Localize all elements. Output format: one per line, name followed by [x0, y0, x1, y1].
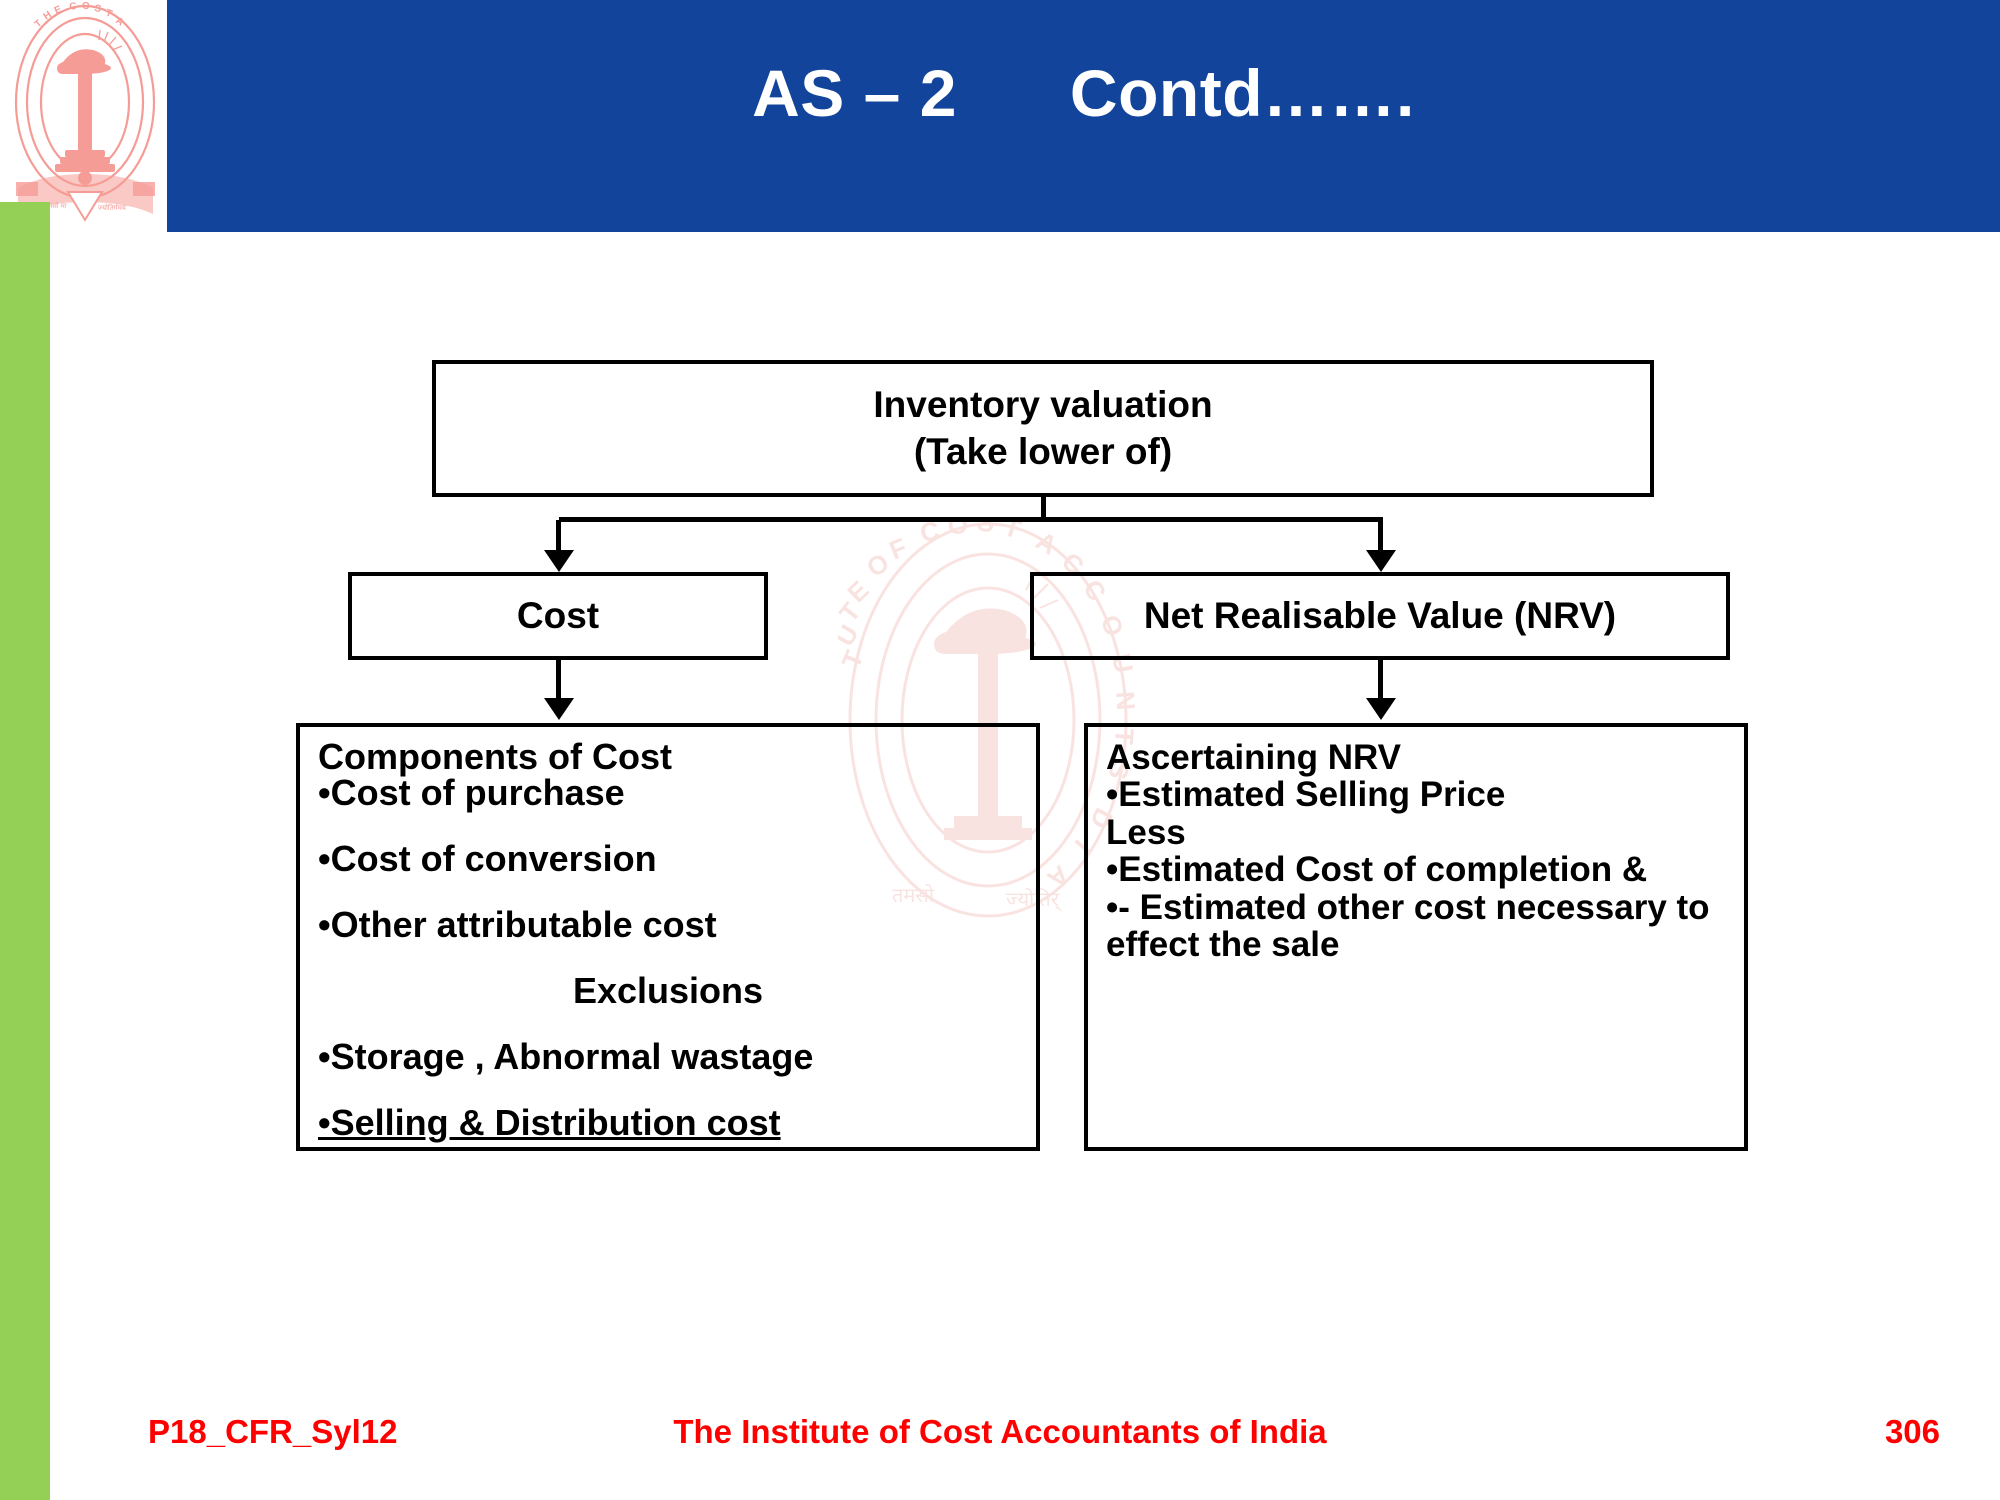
connector-left-drop	[556, 520, 561, 553]
svg-text:ज्योतिर्गमय: ज्योतिर्गमय	[98, 203, 127, 212]
ascertaining-line-3: •- Estimated other cost necessary to	[1106, 887, 1710, 927]
ascertaining-line-1: Less	[1106, 812, 1186, 852]
inventory-line-2: (Take lower of)	[913, 430, 1173, 472]
svg-text:N: N	[1110, 690, 1138, 711]
svg-text:E: E	[53, 4, 64, 17]
svg-text:O: O	[82, 2, 90, 12]
svg-text:U: U	[838, 620, 865, 651]
svg-text:T: T	[838, 597, 867, 628]
connector-cost-drop	[556, 660, 561, 700]
exclusions-item-0: •Storage , Abnormal wastage	[318, 1036, 814, 1077]
svg-text:E: E	[841, 575, 874, 609]
svg-text:T: T	[1000, 520, 1024, 545]
ascertaining-line-4: effect the sale	[1106, 925, 1340, 965]
flow-box-components-of-cost: Components of Cost •Cost of purchase •Co…	[296, 723, 1040, 1151]
page-title: AS – 2 Contd…….	[752, 56, 1415, 130]
svg-text:F: F	[885, 532, 911, 566]
footer-page-number: 306	[1884, 1413, 1940, 1450]
svg-text:C: C	[918, 520, 942, 548]
icai-seal-logo: तमसो मा ज्योतिर्गमय ‍ T H E C O S T A	[8, 1, 163, 230]
flow-box-net-realisable-value: Net Realisable Value (NRV)	[1030, 572, 1730, 660]
svg-text:तमसो मा: तमसो मा	[44, 201, 67, 210]
ascertaining-line-2: •Estimated Cost of completion &	[1106, 850, 1648, 890]
connector-nrv-drop	[1378, 660, 1383, 700]
svg-text:A: A	[1042, 859, 1076, 894]
nrv-label: Net Realisable Value (NRV)	[1143, 595, 1617, 636]
footer-subject-code: P18_CFR_Syl12	[148, 1413, 398, 1450]
ascertaining-line-0: •Estimated Selling Price	[1106, 775, 1506, 815]
arrowhead-to-cost	[544, 550, 574, 572]
arrowhead-to-ascertaining	[1366, 698, 1396, 720]
flow-box-cost: Cost	[348, 572, 768, 660]
svg-text:C: C	[69, 2, 78, 13]
connector-horizontal-spine	[559, 517, 1383, 522]
svg-text:H: H	[42, 9, 54, 22]
exclusions-item-1: •Selling & Distribution cost	[318, 1102, 781, 1143]
header-band	[167, 0, 2000, 232]
svg-text:O: O	[947, 520, 968, 540]
footer-institute-name: The Institute of Cost Accountants of Ind…	[673, 1413, 1327, 1450]
svg-text:T: T	[33, 18, 45, 30]
svg-text:S: S	[93, 3, 102, 15]
accent-sidebar	[0, 202, 50, 1500]
cost-label: Cost	[516, 595, 600, 636]
svg-text:A: A	[113, 15, 125, 28]
components-item-2: •Other attributable cost	[318, 904, 717, 945]
flow-box-ascertaining-nrv: Ascertaining NRV •Estimated Selling Pric…	[1084, 723, 1748, 1151]
arrowhead-to-components	[544, 698, 574, 720]
svg-text:S: S	[975, 520, 996, 538]
components-item-1: •Cost of conversion	[318, 838, 657, 879]
flow-box-inventory-valuation: Inventory valuation (Take lower of)	[432, 360, 1654, 497]
exclusions-subheading: Exclusions	[572, 970, 764, 1011]
svg-text:T: T	[838, 646, 870, 672]
inventory-line-1: Inventory valuation	[873, 384, 1213, 426]
components-item-0: •Cost of purchase	[318, 772, 625, 813]
svg-text:A: A	[1031, 525, 1062, 560]
svg-text:T: T	[104, 8, 114, 20]
connector-right-drop	[1378, 520, 1383, 553]
components-heading: Components of Cost	[318, 736, 672, 777]
svg-text:O: O	[861, 547, 894, 583]
ascertaining-heading: Ascertaining NRV	[1106, 738, 1401, 777]
connector-root-stem	[1041, 497, 1046, 519]
arrowhead-to-nrv	[1366, 550, 1396, 572]
